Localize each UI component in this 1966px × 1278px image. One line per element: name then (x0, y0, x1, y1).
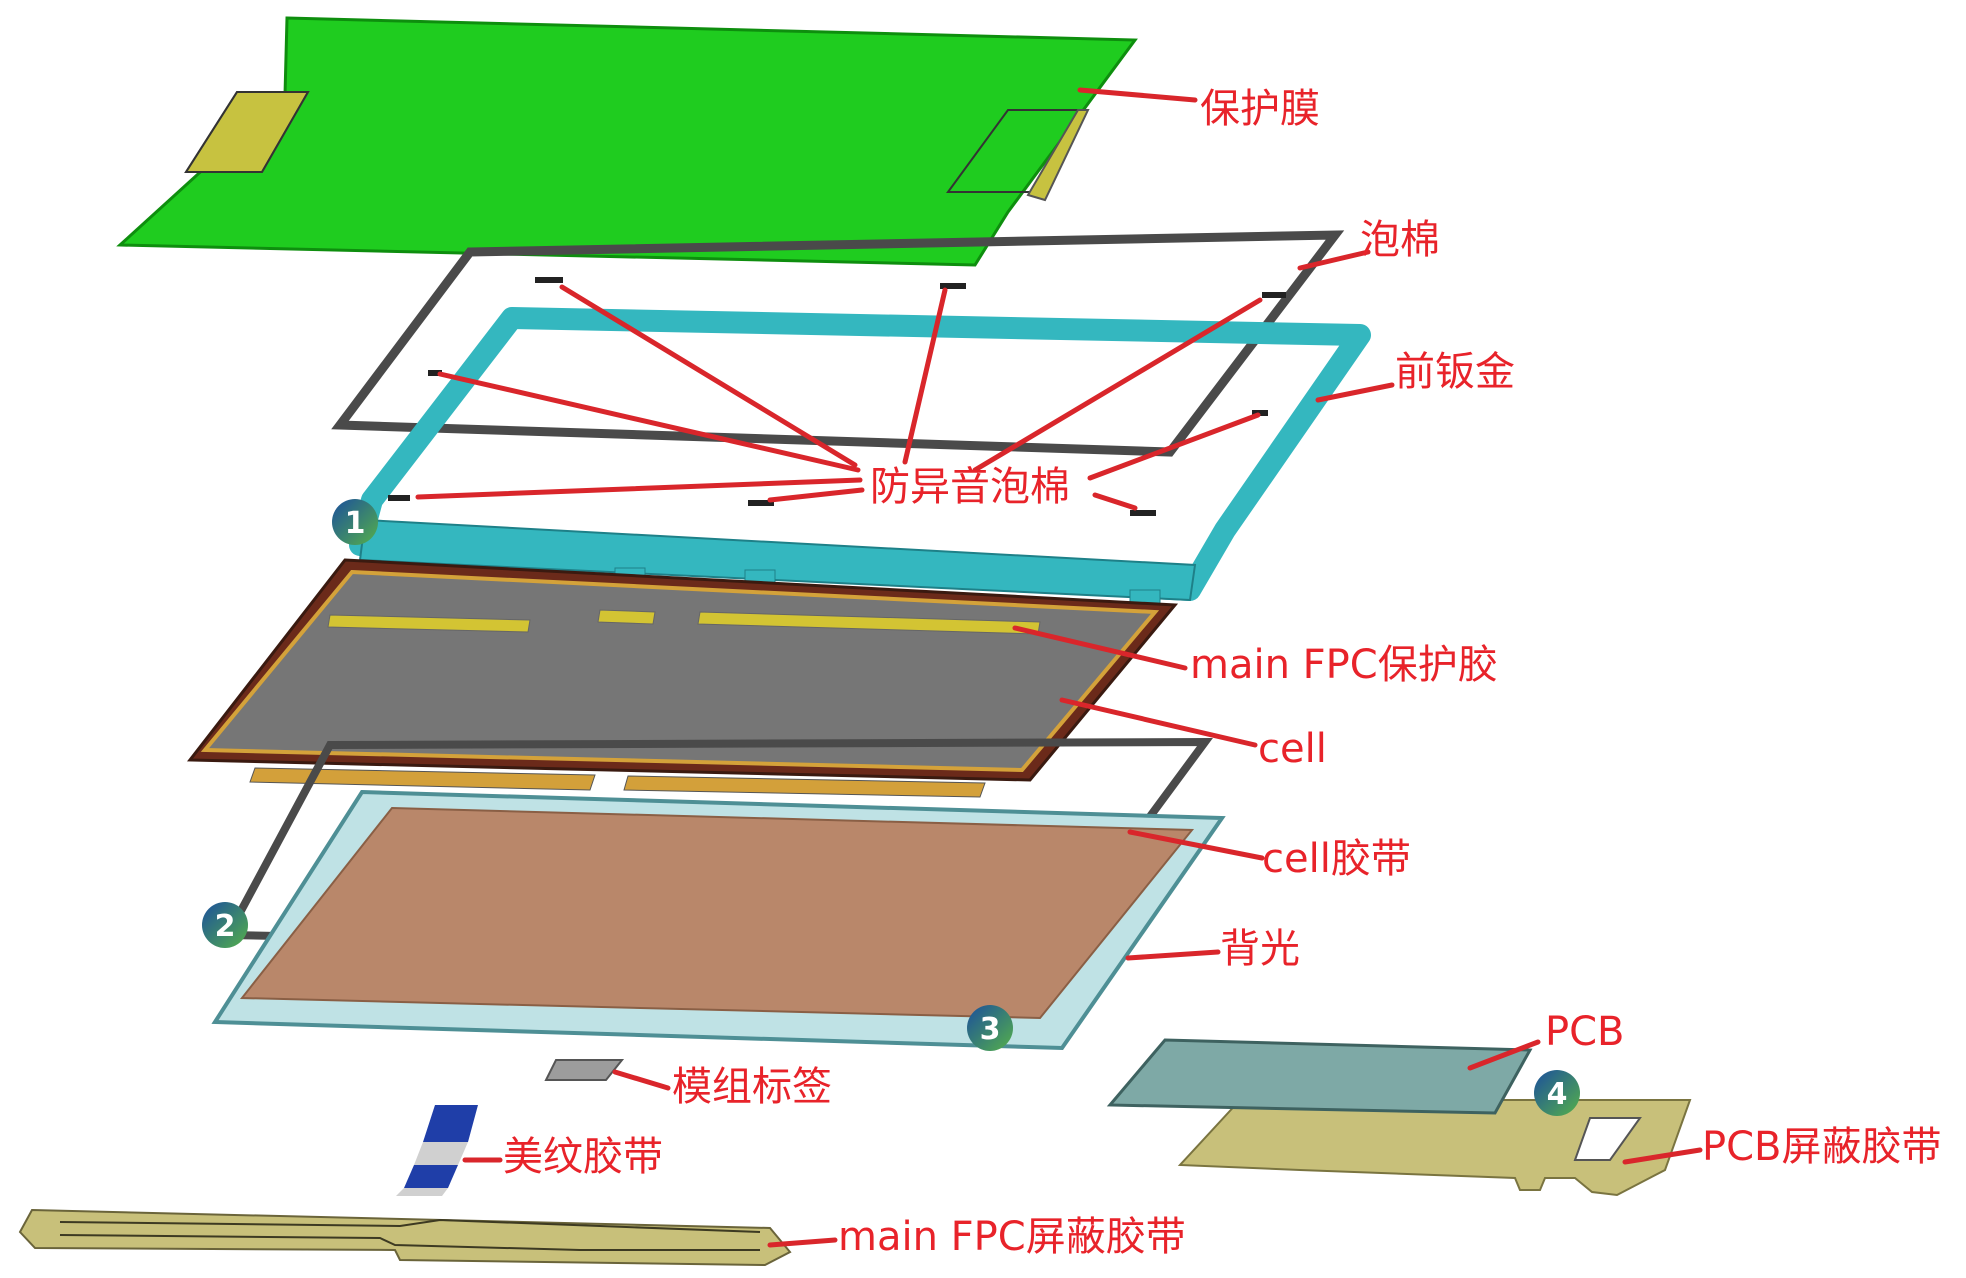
pcb-board (1106, 1038, 1533, 1115)
leader-pcb-shielding (1622, 1147, 1703, 1165)
leader-pcb (1467, 1039, 1541, 1071)
cell-bottom-flex-left (249, 767, 596, 791)
foam-pad (428, 370, 442, 376)
leader-backlight (1125, 949, 1221, 961)
main-fpc-protective-glue-left (327, 614, 531, 633)
badge-4-text: 4 (1547, 1077, 1568, 1112)
badge-3: 3 (967, 1005, 1013, 1051)
label-main-fpc-shielding-tape: main FPC屏蔽胶带 (838, 1214, 1186, 1260)
label-pcb: PCB (1545, 1009, 1625, 1055)
foam-pad (940, 283, 966, 289)
leader-cell (1059, 697, 1258, 748)
badge-1: 1 (332, 499, 378, 545)
badge-2: 2 (202, 902, 248, 948)
leader-anti-noise-8 (1092, 492, 1138, 511)
leader-cell-tape (1127, 829, 1265, 861)
label-foam: 泡棉 (1360, 217, 1440, 263)
film-right-flap (1026, 109, 1090, 202)
fpc-tape-inner-line (59, 1218, 761, 1233)
leader-front-sheet-metal (1315, 382, 1395, 403)
pcb-group (1106, 1038, 1692, 1197)
foam-pad (388, 495, 410, 501)
front-sheet-metal-layer (349, 307, 1371, 611)
decorative-tape-bottom (404, 1165, 458, 1188)
label-pcb-shielding-tape: PCB屏蔽胶带 (1702, 1124, 1942, 1170)
leader-main-fpc-glue (1012, 625, 1188, 671)
leader-anti-noise-5 (1087, 412, 1261, 481)
label-main-fpc-protective-glue: main FPC保护胶 (1190, 642, 1498, 688)
foam-pad (748, 500, 774, 506)
anti-noise-foam-pads (388, 277, 1286, 516)
pcb-shielding-tape (1177, 1099, 1692, 1197)
leader-foam (1297, 249, 1371, 271)
decorative-tape-middle (414, 1142, 468, 1165)
backlight-panel (239, 806, 1195, 1020)
leader-anti-noise-7 (767, 487, 865, 503)
front-sheet-metal-bottom-rail (358, 518, 1197, 602)
leader-anti-noise-4 (437, 371, 861, 473)
leader-anti-noise-6 (415, 477, 863, 500)
decorative-tape-top (423, 1105, 478, 1142)
module-label (544, 1059, 625, 1081)
foam-pad (1130, 510, 1156, 516)
badge-2-text: 2 (215, 909, 236, 944)
leader-anti-noise-2 (902, 287, 948, 465)
backlight-layer (211, 789, 1226, 1051)
main-fpc-shielding-tape-group (18, 1208, 792, 1267)
component-labels: 保护膜 泡棉 前钣金 防异音泡棉 main FPC保护胶 cell cell胶带… (503, 86, 1942, 1260)
cell-layer (186, 558, 1179, 798)
leader-main-fpc-shielding (767, 1237, 838, 1248)
badge-3-text: 3 (980, 1012, 1001, 1047)
foam-frame (331, 230, 1345, 457)
leader-module-label (612, 1069, 671, 1091)
protective-film-layer (116, 16, 1138, 267)
main-fpc-protective-glue-center (597, 609, 656, 625)
badge-1-text: 1 (345, 506, 366, 541)
decorative-tape-group (396, 1105, 478, 1196)
label-protective-film: 保护膜 (1200, 86, 1320, 132)
badge-4: 4 (1534, 1070, 1580, 1116)
foam-pad (1262, 292, 1286, 298)
leader-anti-noise-1 (559, 284, 858, 468)
step-badges: 1 2 3 4 (202, 499, 1580, 1116)
label-backlight: 背光 (1220, 926, 1300, 972)
main-fpc-shielding-tape (18, 1208, 792, 1267)
leader-protective-film (1077, 87, 1198, 103)
leader-lines (415, 87, 1703, 1248)
label-anti-noise-foam: 防异音泡棉 (870, 464, 1070, 510)
foam-layer (331, 230, 1345, 457)
foam-pad (1252, 410, 1268, 416)
foam-pad (535, 277, 563, 283)
label-module-label: 模组标签 (672, 1064, 832, 1110)
module-label-group (544, 1059, 625, 1081)
film-left-tab-outline (184, 91, 310, 173)
pcb-shielding-tape-cutout (1573, 1117, 1642, 1161)
fpc-tape-inner-line (59, 1234, 760, 1251)
label-front-sheet-metal: 前钣金 (1395, 349, 1515, 395)
leader-anti-noise-3 (972, 297, 1263, 473)
label-cell-tape: cell胶带 (1262, 836, 1411, 882)
decorative-tape-foot (396, 1188, 448, 1196)
label-cell: cell (1258, 726, 1327, 772)
label-decorative-tape: 美纹胶带 (503, 1134, 663, 1180)
cell-bottom-flex-right (623, 775, 986, 798)
